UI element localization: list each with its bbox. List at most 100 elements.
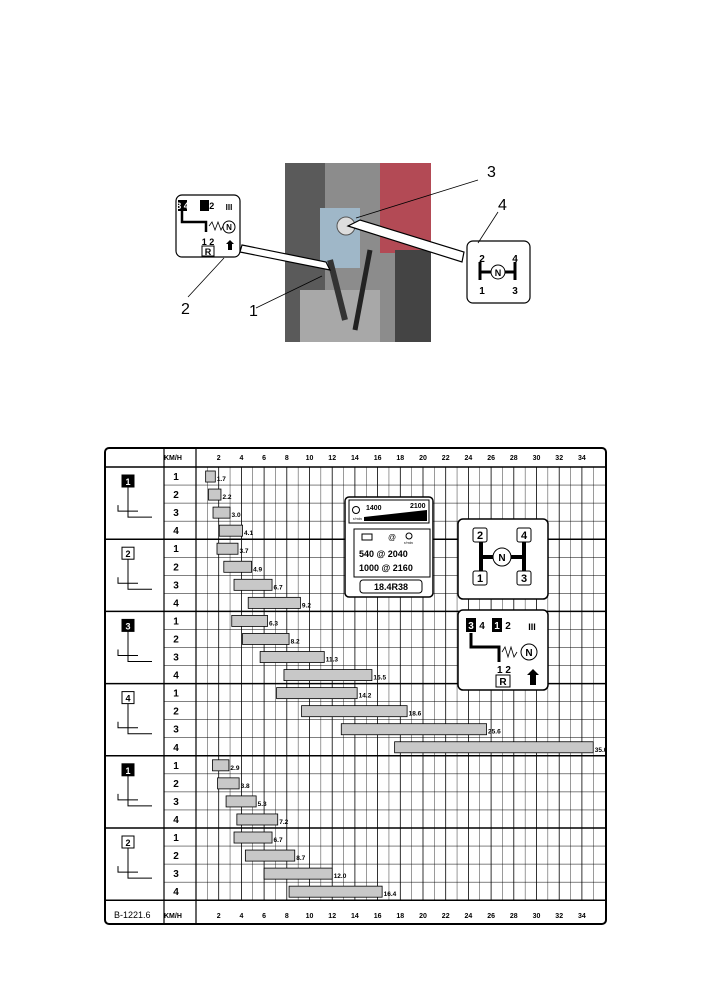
arrow-right xyxy=(346,219,465,263)
speed-value-label: 3.7 xyxy=(239,548,248,555)
speed-bar xyxy=(225,795,257,808)
inset-left-bottom: 1 2 xyxy=(202,237,215,247)
x-tick-label-bottom: 2 xyxy=(217,913,221,920)
x-tick-label-bottom: 30 xyxy=(533,913,541,920)
gate-gear: 2 xyxy=(477,530,483,542)
left-range-inset xyxy=(175,194,241,258)
gear-label: 1 xyxy=(173,833,179,844)
range-lever-legend: 3 4 1 2 III N 1 2 R xyxy=(457,609,549,691)
gear-label: 4 xyxy=(173,671,179,682)
x-tick-label-bottom: 16 xyxy=(374,913,382,920)
speed-bar xyxy=(212,759,230,772)
speed-value-label: 8.7 xyxy=(296,855,305,862)
x-tick-label: 22 xyxy=(442,455,450,462)
x-tick-label: 26 xyxy=(487,455,495,462)
speed-bar xyxy=(301,705,408,718)
range-label: 4 xyxy=(125,694,130,704)
gear-label: 4 xyxy=(173,743,179,754)
range-shift-line xyxy=(127,487,152,518)
speed-value-label: 11.3 xyxy=(326,657,339,664)
x-tick-label-bottom: 18 xyxy=(396,913,404,920)
speed-bar xyxy=(212,506,231,519)
range-shift-line xyxy=(127,848,152,879)
gear-label: 2 xyxy=(173,851,179,862)
range-shift-line xyxy=(117,505,138,512)
gear-label: 1 xyxy=(173,761,179,772)
inset-left-top-left: 3 4 xyxy=(176,201,189,211)
range-shift-line xyxy=(127,703,152,735)
speed-bar xyxy=(242,633,290,645)
gear-label: 1 xyxy=(173,689,179,700)
x-tick-label: 18 xyxy=(396,455,404,462)
range-shift-line xyxy=(127,559,152,590)
speed-value-label: 35.0 xyxy=(595,747,607,754)
pto-at: @ xyxy=(388,533,396,542)
header-kmh-label: KM/H xyxy=(164,455,182,462)
x-tick-label: 4 xyxy=(239,455,243,462)
chart-labels: 2244668810101212141416161818202022222424… xyxy=(117,455,608,920)
x-tick-label-bottom: 20 xyxy=(419,913,427,920)
rpm-low: 1400 xyxy=(366,505,382,512)
rpm-legend: r/min 1400 2100 @ r/min 540 @ 2040 1000 … xyxy=(344,496,434,598)
range-shift-line xyxy=(117,577,138,584)
x-tick-label-bottom: 8 xyxy=(285,913,289,920)
gear-label: 3 xyxy=(173,580,179,591)
gear-label: 4 xyxy=(173,598,179,609)
speed-bar xyxy=(217,777,240,790)
x-tick-label-bottom: 32 xyxy=(555,913,563,920)
x-tick-label: 20 xyxy=(419,455,427,462)
gear-label: 4 xyxy=(173,887,179,898)
speed-value-label: 2.2 xyxy=(222,494,231,501)
speed-value-label: 4.9 xyxy=(253,566,262,573)
chart-bars xyxy=(205,470,594,898)
x-tick-label-bottom: 22 xyxy=(442,913,450,920)
lever-bottom: 1 2 xyxy=(497,665,511,676)
x-tick-label-bottom: 6 xyxy=(262,913,266,920)
speed-bar xyxy=(233,831,273,844)
x-tick-label-bottom: 4 xyxy=(239,913,243,920)
x-tick-label-bottom: 24 xyxy=(465,913,473,920)
lever-b: 4 xyxy=(479,621,485,632)
speed-bar xyxy=(205,470,216,483)
speed-bar xyxy=(247,596,301,609)
speed-value-label: 25.6 xyxy=(488,729,501,736)
callout-2: 2 xyxy=(181,301,190,318)
photo-section: 3 4 1 2 III N 1 2 R 2 4 N 1 3 3 4 2 1 xyxy=(0,0,706,400)
x-tick-label: 32 xyxy=(555,455,563,462)
x-tick-label: 28 xyxy=(510,455,518,462)
inset-right-gear: 2 xyxy=(479,254,485,265)
gear-label: 2 xyxy=(173,707,179,718)
range-label: 1 xyxy=(125,766,130,776)
gate-gear: 3 xyxy=(521,573,527,585)
speed-value-label: 3.8 xyxy=(241,783,250,790)
speed-value-label: 6.3 xyxy=(269,620,278,627)
gear-label: 3 xyxy=(173,725,179,736)
range-shift-line xyxy=(127,631,152,662)
range-shift-line xyxy=(117,866,138,873)
x-tick-label: 6 xyxy=(262,455,266,462)
speed-bar xyxy=(276,687,358,700)
range-icon xyxy=(121,691,135,705)
range-label: 2 xyxy=(125,838,130,848)
range-label: 2 xyxy=(125,549,130,559)
callout-4: 4 xyxy=(498,197,507,214)
inset-left-neutral: N xyxy=(226,223,232,232)
speed-bar xyxy=(394,741,594,754)
speed-bar xyxy=(223,560,253,573)
speed-value-label: 7.2 xyxy=(279,819,288,826)
x-tick-label-bottom: 34 xyxy=(578,913,586,920)
gear-label: 1 xyxy=(173,544,179,555)
x-tick-label: 24 xyxy=(465,455,473,462)
inset-left-top-mid: 1 2 xyxy=(202,201,215,211)
x-tick-label: 30 xyxy=(533,455,541,462)
speed-bar xyxy=(233,578,273,591)
inset-right-gear: 4 xyxy=(512,254,518,265)
speed-chart-svg: 2244668810101212141416161818202022222424… xyxy=(104,447,608,925)
rpm-high: 2100 xyxy=(410,503,426,510)
x-tick-label: 16 xyxy=(374,455,382,462)
speed-value-label: 8.2 xyxy=(291,638,300,645)
gate-neutral: N xyxy=(498,553,505,564)
speed-bar xyxy=(208,488,222,501)
speed-bar xyxy=(216,542,239,555)
speed-value-label: 16.4 xyxy=(384,891,397,898)
